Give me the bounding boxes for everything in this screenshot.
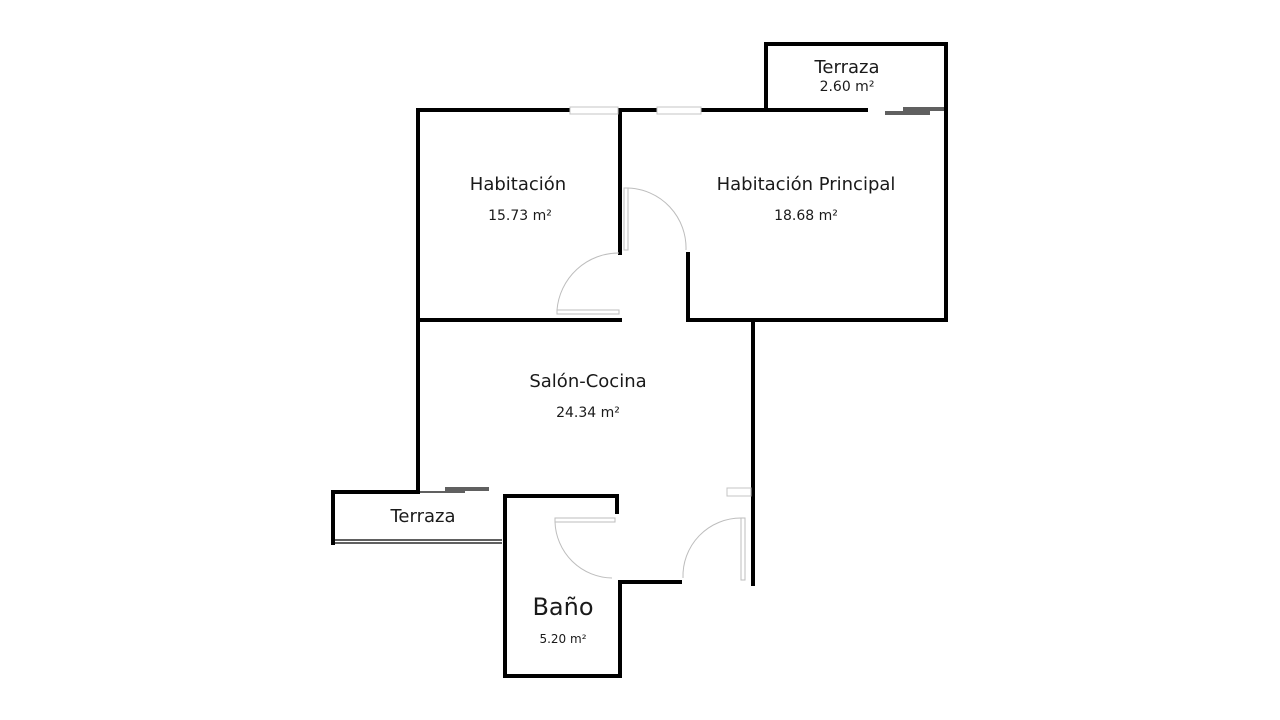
window-salon-side xyxy=(726,487,752,497)
room-area-terraza-norte: 2.60 m² xyxy=(819,79,875,95)
room-name-habitacion: Habitación xyxy=(469,174,567,195)
door-bano xyxy=(554,517,616,523)
room-area-salon-cocina: 24.34 m² xyxy=(556,405,620,421)
windows xyxy=(569,106,752,497)
room-name-salon-cocina: Salón-Cocina xyxy=(529,371,647,392)
room-area-habitacion-principal: 18.68 m² xyxy=(774,208,838,224)
doors xyxy=(554,187,746,581)
sliding-doors xyxy=(420,107,946,493)
railings xyxy=(335,539,502,544)
door-habitacion xyxy=(556,309,620,315)
walls xyxy=(331,42,948,678)
room-area-bano: 5.20 m² xyxy=(539,632,587,646)
room-name-bano: Baño xyxy=(532,593,594,621)
door-entrance xyxy=(740,517,746,581)
room-area-habitacion: 15.73 m² xyxy=(488,208,552,224)
room-name-terraza-norte: Terraza xyxy=(814,57,880,78)
room-name-terraza-oeste: Terraza xyxy=(390,506,456,527)
window-principal xyxy=(656,106,702,115)
door-principal xyxy=(623,187,629,251)
window-habitacion xyxy=(569,106,619,115)
room-name-habitacion-principal: Habitación Principal xyxy=(716,174,896,195)
